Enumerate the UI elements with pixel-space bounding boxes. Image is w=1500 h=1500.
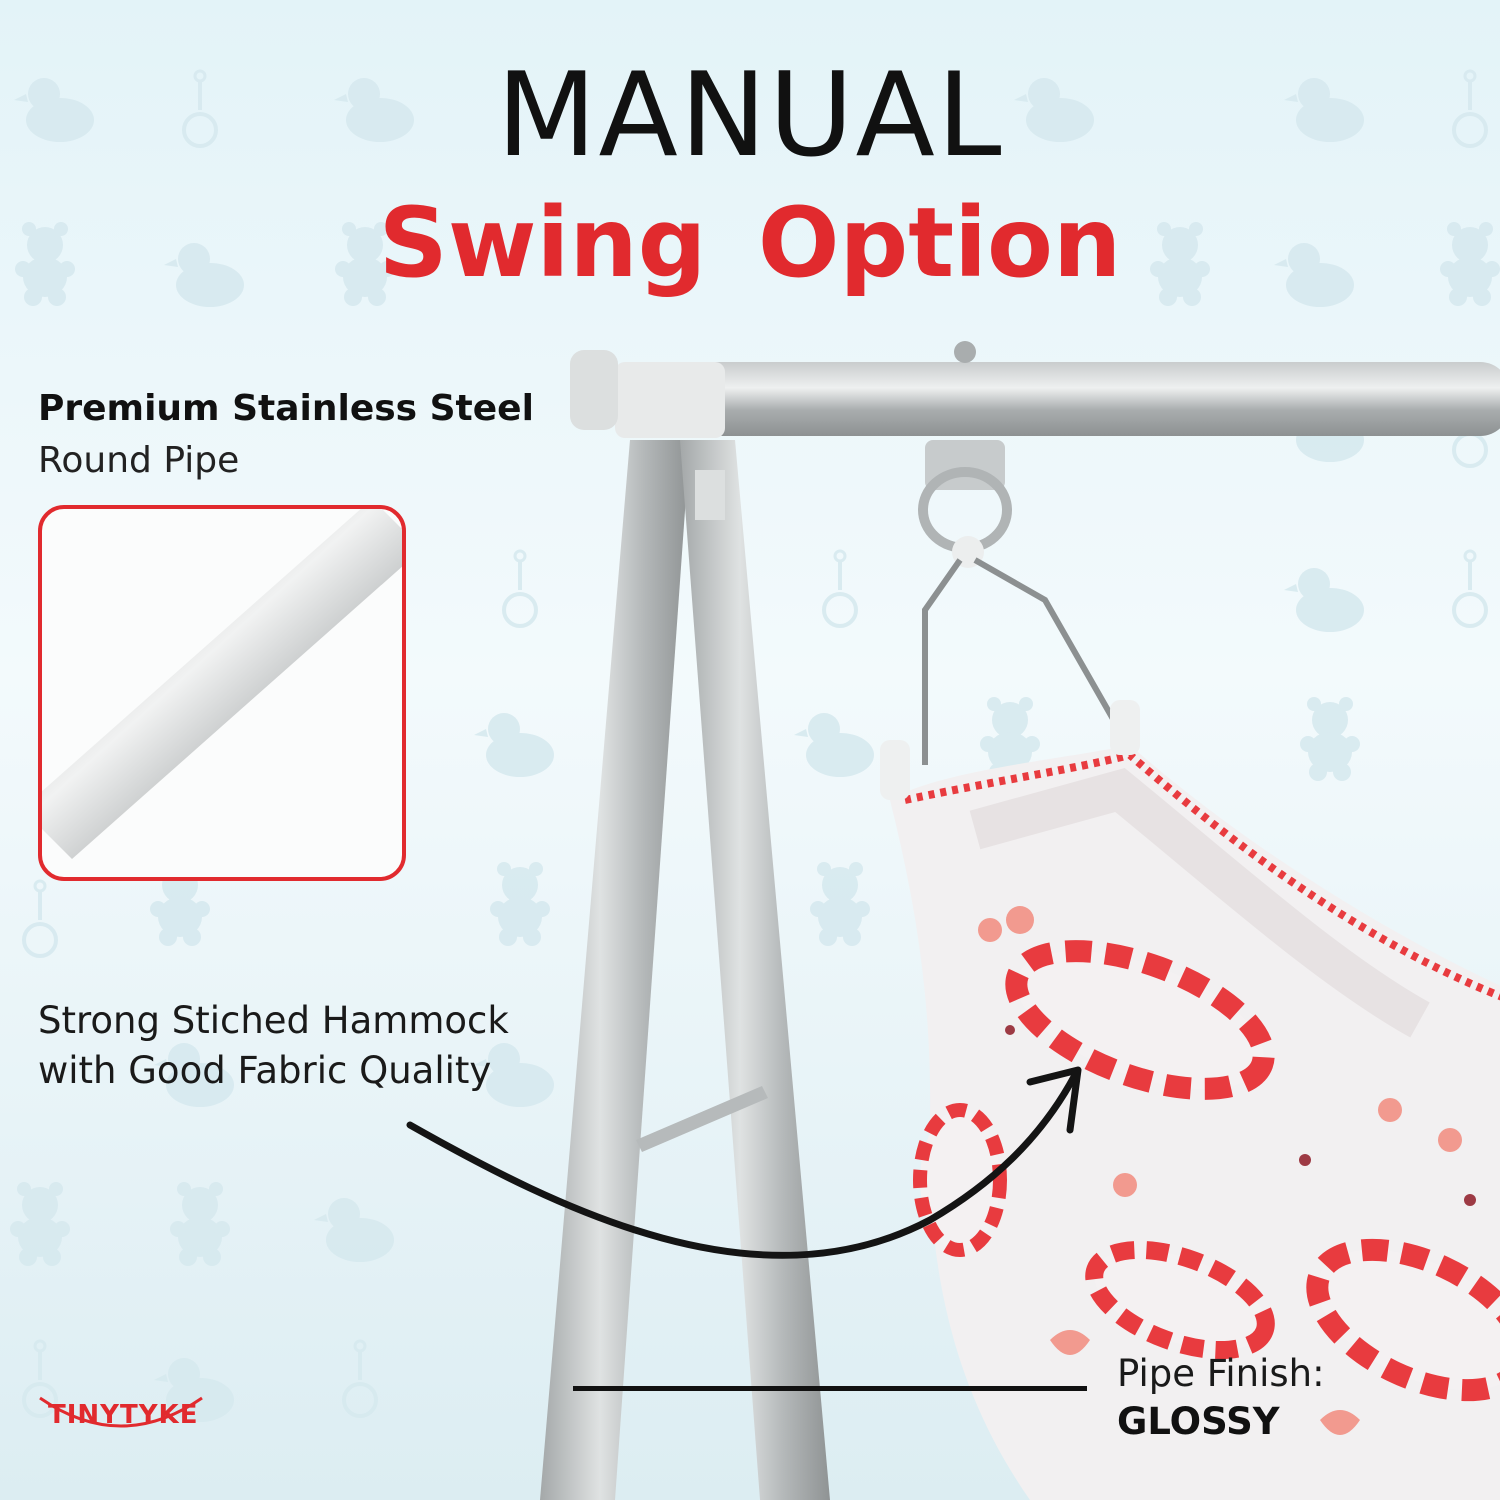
finish-callout-label: Pipe Finish: bbox=[1117, 1352, 1325, 1395]
hammock-callout-line2: with Good Fabric Quality bbox=[38, 1049, 492, 1092]
finish-callout-value: GLOSSY bbox=[1117, 1400, 1280, 1443]
top-bar bbox=[640, 362, 1500, 436]
steel-callout-title: Premium Stainless Steel bbox=[38, 388, 534, 429]
end-clamp bbox=[615, 362, 725, 438]
pipe-closeup-rod bbox=[42, 509, 402, 859]
brand-name: TINYTYKE bbox=[48, 1400, 199, 1430]
brand-logo bbox=[39, 1396, 203, 1428]
leg-back bbox=[680, 440, 830, 1500]
hammock-callout: Strong Stiched Hammock with Good Fabric … bbox=[38, 996, 558, 1096]
finish-pointer-line bbox=[573, 1386, 1087, 1391]
heading-swing-option: Swing Option bbox=[378, 187, 1122, 299]
heading-manual: MANUAL bbox=[496, 48, 1004, 183]
steel-callout-subtitle: Round Pipe bbox=[38, 440, 240, 481]
balloon-prints bbox=[913, 906, 1500, 1435]
leg-front bbox=[540, 440, 690, 1500]
pipe-closeup-image bbox=[38, 505, 406, 881]
hammock-callout-line1: Strong Stiched Hammock bbox=[38, 999, 509, 1042]
